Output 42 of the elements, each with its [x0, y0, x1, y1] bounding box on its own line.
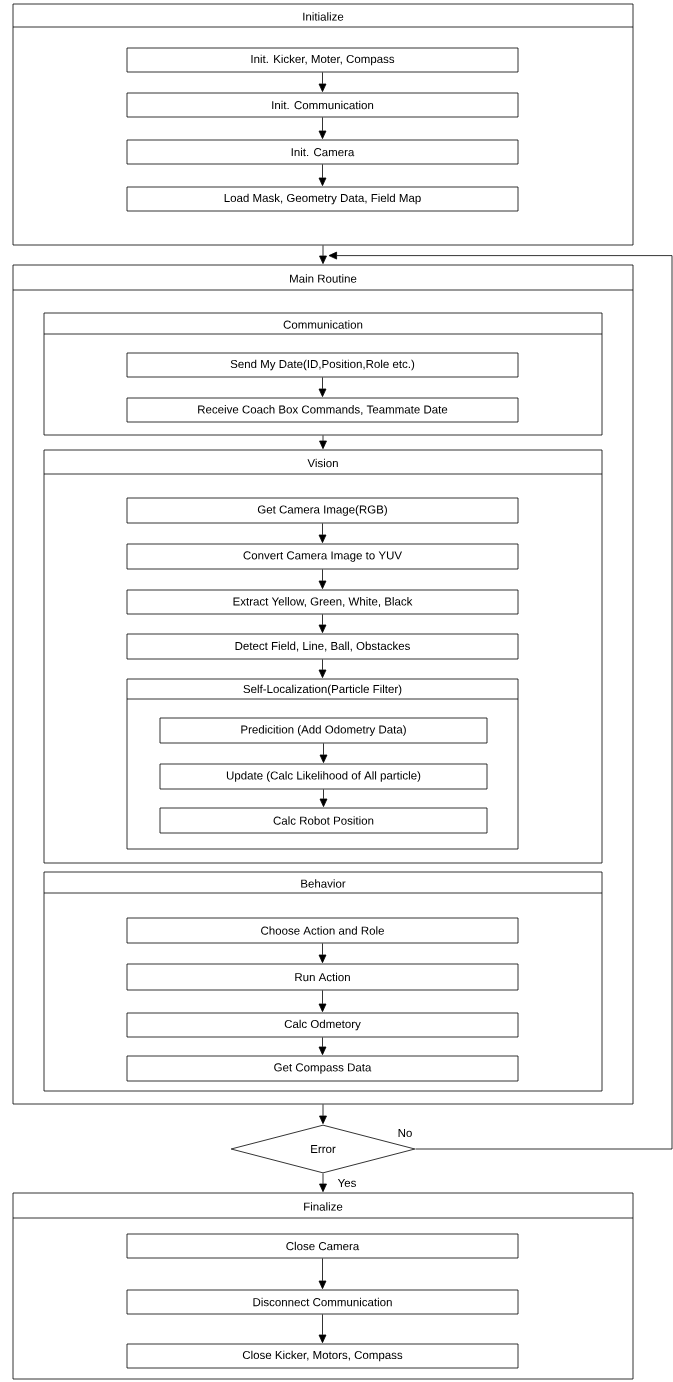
arrow: [318, 1314, 327, 1344]
arrow: [318, 614, 327, 633]
process-box: Init. Kicker, Moter, Compass: [126, 47, 519, 73]
process-box: Close Kicker, Motors, Compass: [126, 1343, 519, 1369]
process-box: Receive Coach Box Commands, Teammate Date: [126, 397, 519, 423]
edge-label: No: [396, 1128, 414, 1138]
arrow: [318, 943, 327, 964]
process-box: Choose Action and Role: [126, 917, 519, 944]
process-box: Calc Robot Position: [159, 807, 488, 834]
process-box: Predicition (Add Odometry Data): [159, 717, 488, 744]
arrow: [318, 1258, 327, 1290]
arrow: [318, 164, 327, 186]
arrow: [319, 245, 327, 264]
process-box: Disconnect Communication: [126, 1289, 519, 1315]
process-box: Load Mask, Geometry Data, Field Map: [126, 186, 519, 212]
arrow: [318, 569, 327, 589]
arrow: [319, 435, 327, 450]
process-box: Update (Calc Likelihood of All particle): [159, 763, 488, 790]
edge-label: Yes: [336, 1178, 358, 1189]
arrow: [318, 523, 327, 543]
arrow: [318, 117, 327, 139]
arrow: [319, 743, 328, 763]
arrow: [328, 251, 673, 1150]
arrow: [318, 377, 327, 397]
arrow: [318, 1037, 327, 1056]
process-box: Detect Field, Line, Ball, Obstackes: [126, 633, 519, 660]
process-box: Convert Camera Image to YUV: [126, 543, 519, 570]
arrow: [318, 659, 327, 678]
process-box: Extract Yellow, Green, White, Black: [126, 589, 519, 615]
process-box: Send My Date(ID,Position,Role etc.): [126, 352, 519, 378]
process-box: Get Compass Data: [126, 1055, 519, 1082]
arrow: [318, 990, 327, 1013]
process-box: Init. Communication: [126, 92, 519, 118]
arrow: [318, 72, 327, 93]
process-box: Close Camera: [126, 1233, 519, 1259]
process-box: Init. Camera: [126, 139, 519, 165]
arrow: [319, 789, 328, 807]
arrow: [319, 1104, 327, 1125]
arrow: [319, 1173, 327, 1193]
process-box: Run Action: [126, 963, 519, 991]
process-box: Calc Odmetory: [126, 1012, 519, 1038]
process-box: Get Camera Image(RGB): [126, 497, 519, 524]
